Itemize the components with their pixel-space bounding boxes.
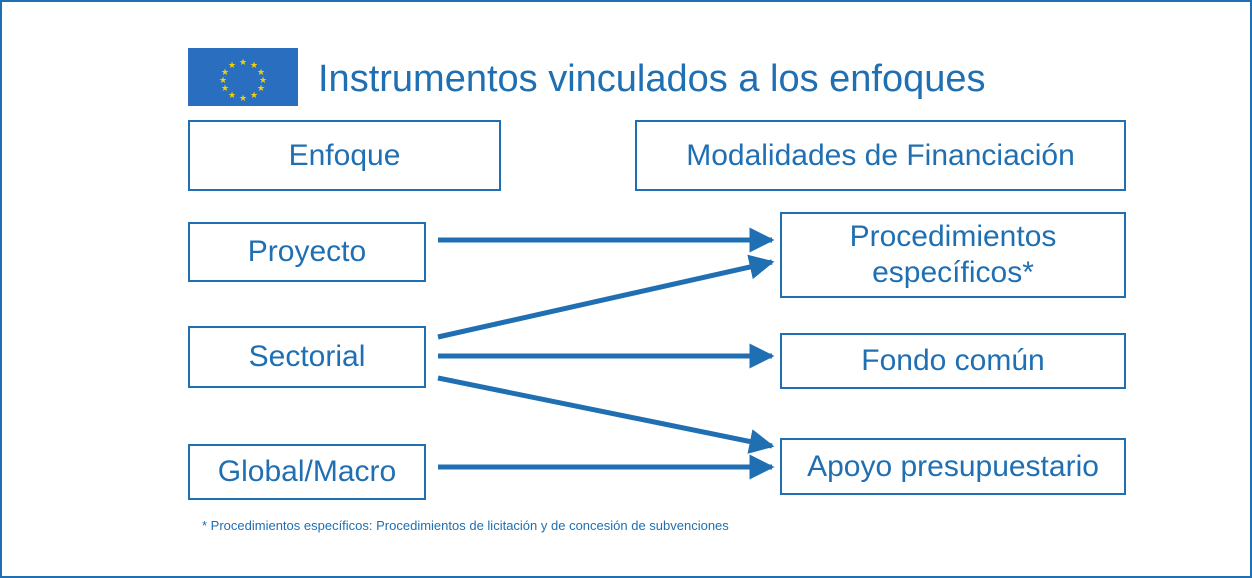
approach-proyecto-label: Proyecto bbox=[247, 235, 367, 268]
approach-sectorial: Sectorial bbox=[188, 326, 426, 388]
approach-global-macro: Global/Macro bbox=[188, 444, 426, 500]
modality-procedimientos: Procedimientos específicos* bbox=[780, 212, 1126, 298]
modality-procedimientos-line2: específicos* bbox=[872, 256, 1034, 289]
svg-text:★: ★ bbox=[259, 76, 267, 86]
svg-text:★: ★ bbox=[239, 58, 247, 68]
footnote: * Procedimientos específicos: Procedimie… bbox=[202, 518, 729, 533]
header-modalidades-label: Modalidades de Financiación bbox=[686, 138, 1075, 172]
arrow-sectorial-procedimientos bbox=[437, 254, 775, 340]
header-modalidades: Modalidades de Financiación bbox=[635, 120, 1126, 191]
svg-text:★: ★ bbox=[250, 61, 258, 71]
svg-text:★: ★ bbox=[228, 61, 236, 71]
modality-apoyo-presupuestario-label: Apoyo presupuestario bbox=[807, 449, 1099, 483]
modality-fondo-comun: Fondo común bbox=[780, 333, 1126, 389]
svg-text:★: ★ bbox=[228, 91, 236, 101]
header-enfoque: Enfoque bbox=[188, 120, 501, 191]
svg-text:★: ★ bbox=[257, 68, 265, 78]
svg-text:★: ★ bbox=[257, 84, 265, 94]
svg-text:★: ★ bbox=[250, 91, 258, 101]
page-title: Instrumentos vinculados a los enfoques bbox=[318, 58, 986, 100]
eu-stars: ★ ★ ★ ★ ★ ★ ★ ★ ★ ★ ★ ★ bbox=[219, 58, 267, 104]
approach-global-macro-label: Global/Macro bbox=[217, 455, 397, 488]
approach-sectorial-label: Sectorial bbox=[248, 340, 366, 373]
svg-text:★: ★ bbox=[219, 76, 227, 86]
modality-procedimientos-line1: Procedimientos bbox=[849, 220, 1057, 253]
approach-proyecto: Proyecto bbox=[188, 222, 426, 282]
modality-fondo-comun-label: Fondo común bbox=[861, 344, 1045, 377]
arrow-sectorial-apoyo bbox=[437, 375, 775, 454]
svg-text:★: ★ bbox=[221, 84, 229, 94]
modality-apoyo-presupuestario: Apoyo presupuestario bbox=[780, 438, 1126, 495]
eu-flag-icon: ★ ★ ★ ★ ★ ★ ★ ★ ★ ★ ★ ★ bbox=[188, 48, 298, 106]
header-enfoque-label: Enfoque bbox=[288, 138, 401, 172]
svg-text:★: ★ bbox=[221, 68, 229, 78]
svg-text:★: ★ bbox=[239, 94, 247, 104]
